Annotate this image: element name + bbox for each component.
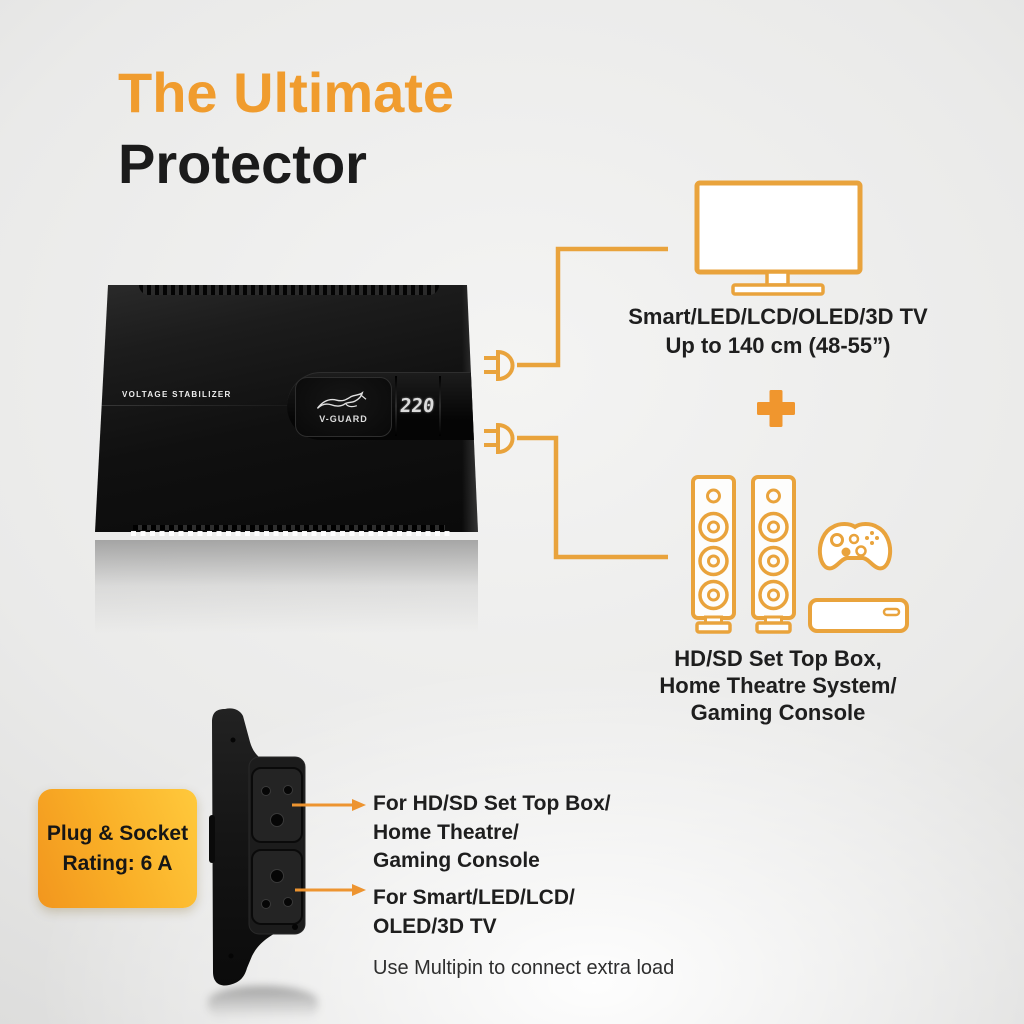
callout-top-line3: Gaming Console bbox=[373, 849, 540, 872]
device-seam-line bbox=[99, 405, 289, 406]
plug-icon bbox=[484, 422, 515, 455]
callout-top-line2: Home Theatre/ bbox=[373, 820, 519, 844]
av-label-line1: HD/SD Set Top Box, bbox=[674, 646, 882, 671]
socket-callout-top: For HD/SD Set Top Box/ Home Theatre/ Gam… bbox=[373, 790, 611, 876]
av-label-line3: Gaming Console bbox=[690, 700, 866, 725]
bottom-vent-highlight bbox=[131, 531, 451, 536]
multipin-note: Use Multipin to connect extra load bbox=[373, 957, 675, 979]
side-view-reflection bbox=[208, 986, 318, 1024]
page-title-dark: Protector bbox=[118, 132, 367, 195]
brand-logo-panel: V-GUARD bbox=[295, 377, 392, 437]
tv-group-label: Smart/LED/LCD/OLED/3D TV Up to 140 cm (4… bbox=[598, 302, 958, 360]
badge-line2: Rating: 6 A bbox=[62, 851, 173, 875]
device-label: VOLTAGE STABILIZER bbox=[122, 390, 232, 399]
arrow-right-icon bbox=[292, 799, 366, 811]
callout-top-line1: For HD/SD Set Top Box/ bbox=[373, 792, 611, 815]
badge-line1: Plug & Socket bbox=[46, 821, 189, 845]
plus-icon bbox=[757, 390, 795, 427]
brand-name: V-GUARD bbox=[319, 413, 368, 424]
top-vent-grille bbox=[139, 285, 439, 295]
av-group-label: HD/SD Set Top Box, Home Theatre System/ … bbox=[598, 645, 958, 726]
plug-icon bbox=[484, 349, 515, 382]
panel-divider bbox=[439, 376, 441, 436]
rating-badge: Plug & Socket Rating: 6 A bbox=[38, 789, 197, 908]
page-title-accent: The Ultimate bbox=[118, 61, 455, 124]
stabilizer-reflection bbox=[95, 540, 478, 650]
av-label-line2: Home Theatre System/ bbox=[659, 673, 897, 698]
tv-label-line2: Up to 140 cm (48-55”) bbox=[665, 333, 891, 358]
tv-icon bbox=[694, 180, 863, 296]
connector-line-tv bbox=[517, 246, 668, 368]
socket-callout-bottom: For Smart/LED/LCD/ OLED/3D TV bbox=[373, 884, 575, 941]
kangaroo-logo-icon bbox=[316, 390, 366, 409]
speaker-icon bbox=[691, 475, 736, 634]
callout-bottom-line2: OLED/3D TV bbox=[373, 914, 497, 938]
socket-bottom bbox=[251, 849, 303, 925]
gamepad-icon bbox=[817, 522, 893, 571]
callout-bottom-line1: For Smart/LED/LCD/ bbox=[373, 886, 575, 909]
arrow-right-icon bbox=[295, 884, 366, 896]
control-panel: V-GUARD 220 bbox=[287, 372, 478, 440]
set-top-box-icon bbox=[808, 598, 909, 633]
tv-label-line1: Smart/LED/LCD/OLED/3D TV bbox=[628, 304, 928, 329]
speaker-icon bbox=[751, 475, 796, 634]
voltage-stabilizer-side bbox=[209, 708, 306, 986]
voltage-stabilizer-front: VOLTAGE STABILIZER V-GUARD 220 bbox=[95, 285, 478, 532]
bottom-vent-grille bbox=[133, 525, 445, 530]
connector-line-av bbox=[517, 435, 668, 560]
panel-divider bbox=[395, 376, 397, 436]
